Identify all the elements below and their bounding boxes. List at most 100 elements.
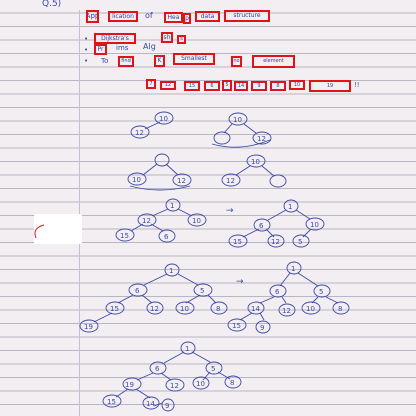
white-smudge: [34, 214, 82, 244]
node: [161, 398, 175, 412]
node-label: 12: [271, 238, 280, 246]
word-box-find: find: [118, 56, 134, 67]
node-label: 1: [185, 345, 189, 353]
node: [224, 375, 242, 389]
node: [187, 213, 207, 227]
tree-g: 1 6 5 15 12 10 8 19: [79, 263, 228, 333]
node: [128, 283, 148, 297]
tree-b: 10 12: [211, 112, 272, 148]
node: [269, 284, 287, 298]
node-label: 10: [192, 217, 201, 225]
node: [193, 283, 213, 297]
node: [246, 154, 266, 168]
node: [158, 229, 176, 243]
word-box-app: App: [86, 10, 99, 23]
word-box-k: K: [154, 55, 165, 67]
node-label: 6: [135, 287, 140, 295]
node: [305, 217, 325, 231]
tree-h: 1 6 5 14 12 10 8 15 9: [227, 261, 350, 334]
node-label: 12: [282, 307, 291, 315]
bullet: •: [84, 46, 89, 54]
word-box-lication: lication: [108, 11, 138, 22]
word-alg: Alg: [143, 42, 156, 51]
word-box-no: no: [231, 56, 242, 67]
node-label: 15: [107, 398, 116, 406]
node-label: 1: [288, 203, 292, 211]
array-box-6: 6: [204, 81, 220, 91]
node-label: 1: [169, 267, 173, 275]
word-box-s: s: [177, 35, 186, 44]
node-label: 10: [196, 380, 205, 388]
node: [165, 378, 185, 392]
node: [228, 112, 248, 126]
node: [283, 199, 299, 213]
node-label: 9: [260, 324, 264, 332]
array-box-12: 12: [160, 81, 176, 90]
array-box-19: 19: [309, 80, 351, 92]
node: [115, 228, 135, 242]
array-box-15: 15: [184, 81, 200, 91]
red-pen-mark: [34, 224, 45, 239]
node-label: 12: [142, 217, 151, 225]
node-label: 1: [291, 265, 295, 273]
node-label: 15: [110, 305, 119, 313]
tree-a: 10 12: [130, 111, 174, 139]
node: [142, 396, 160, 410]
node-label: 1: [170, 202, 174, 210]
node: [228, 234, 248, 248]
node-label: 12: [150, 305, 159, 313]
word-box-p: p: [183, 13, 191, 24]
word-box-hea: Hea: [164, 12, 183, 23]
node-label: 15: [232, 322, 241, 330]
bullet: •: [84, 57, 89, 65]
node-label: 10: [180, 305, 189, 313]
array-box-10: 10: [289, 80, 305, 90]
word-box-element: element: [252, 55, 295, 68]
node: [205, 361, 223, 375]
node: [210, 301, 228, 315]
node-label: 8: [338, 305, 342, 313]
node-label: 12: [226, 177, 235, 185]
node-label: 10: [306, 305, 315, 313]
node: [130, 125, 150, 139]
node: [292, 234, 310, 248]
node-label: 10: [310, 221, 319, 229]
node-label: 10: [233, 116, 242, 124]
array-end-mark: !!: [354, 81, 360, 89]
node: [267, 234, 285, 248]
node: [247, 301, 265, 315]
node: [313, 284, 331, 298]
array-box-5: 5: [222, 80, 232, 91]
node: [79, 319, 99, 333]
node-label: 6: [164, 233, 169, 241]
word-ims: ims: [116, 44, 129, 52]
node: [165, 198, 181, 212]
word-box-dijkstras: Dijkstra's: [94, 33, 136, 44]
node: [127, 172, 147, 186]
node: [227, 318, 247, 332]
word-box-structure: structure: [224, 10, 270, 22]
tree-f: 1 6 10 15 12 5: [228, 199, 325, 248]
node-label: 19: [84, 323, 93, 331]
node: [252, 131, 272, 145]
tree-i: 1 6 5 19 12 10 8 15 14 9: [102, 341, 242, 412]
array-box-7: 7: [146, 79, 156, 89]
node-label: 5: [298, 238, 302, 246]
node: [122, 377, 142, 391]
node: [146, 301, 164, 315]
node: [192, 376, 210, 390]
bullet: •: [84, 35, 89, 43]
node: [213, 131, 231, 145]
page-top-edge: [0, 0, 416, 10]
node: [164, 263, 180, 277]
node: [286, 261, 302, 275]
array-box-14: 14: [234, 81, 248, 91]
node: [301, 301, 321, 315]
node: [172, 173, 192, 187]
word-box-data: data: [195, 11, 220, 22]
node-label: 12: [135, 129, 144, 137]
node: [255, 320, 271, 334]
node: [137, 213, 157, 227]
word-box-pr: Pr: [94, 44, 107, 55]
